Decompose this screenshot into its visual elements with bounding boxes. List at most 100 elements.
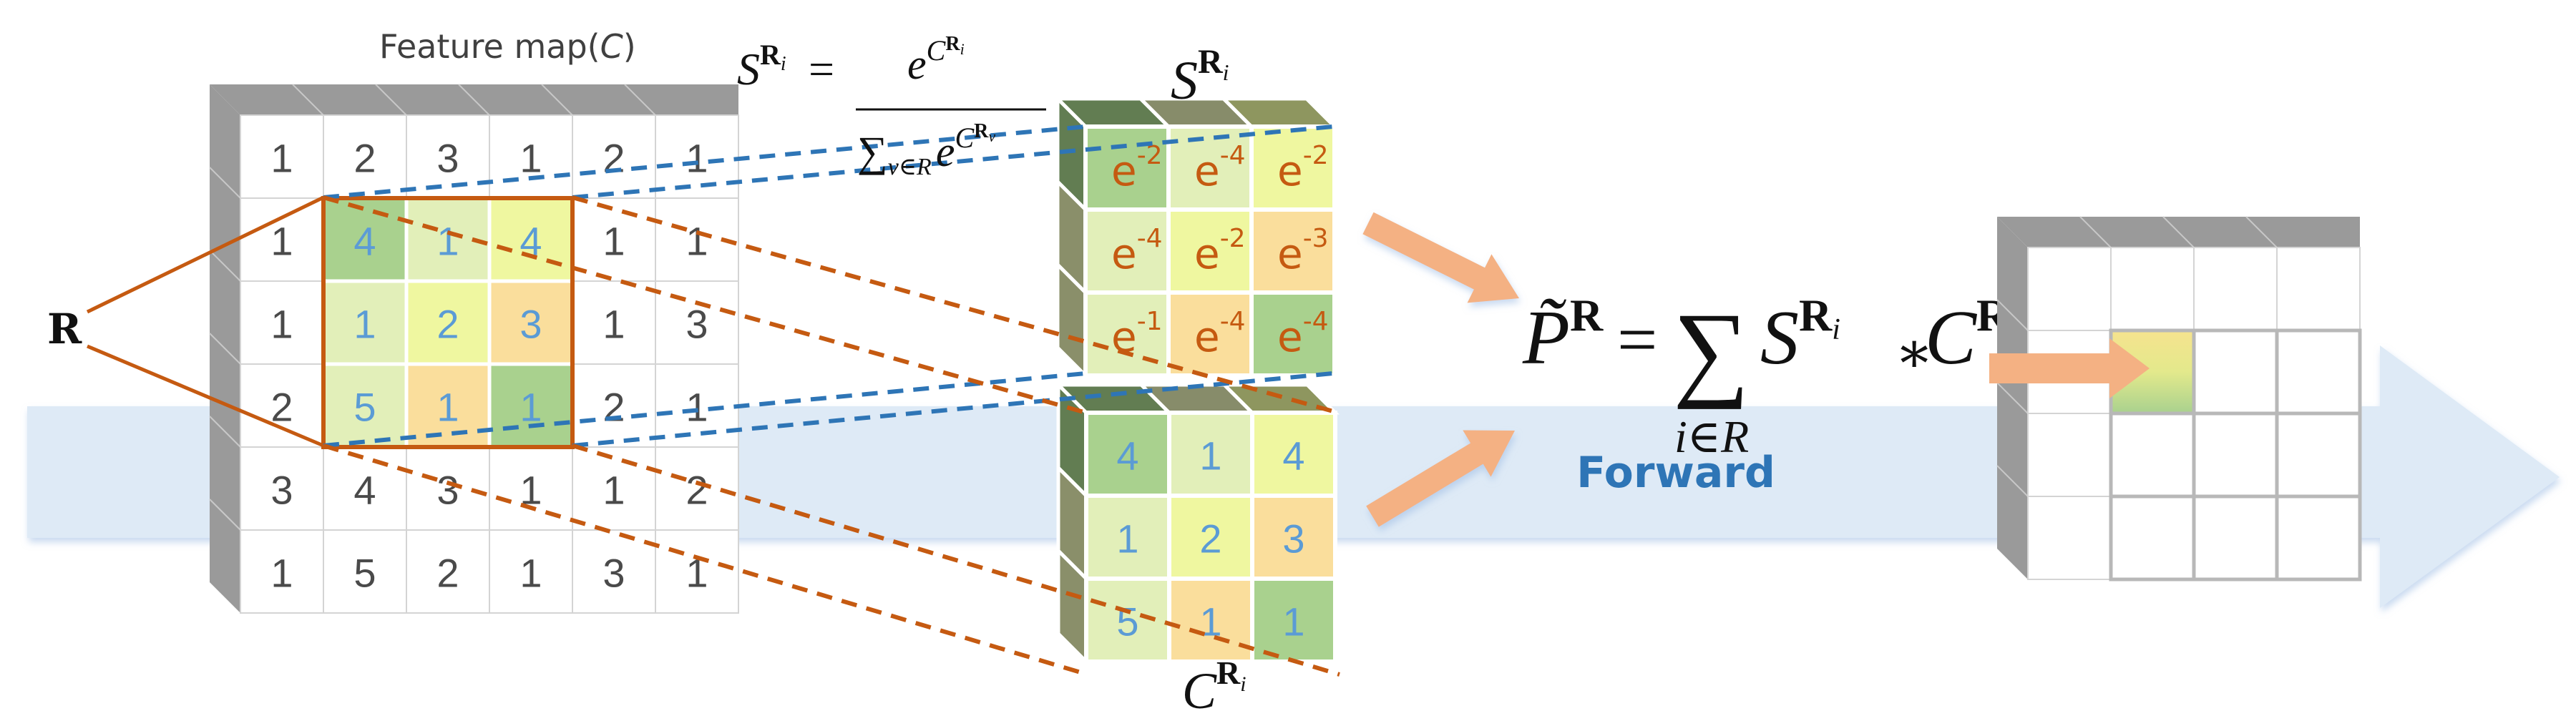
region-cell: [321, 196, 409, 283]
s-cell: [1249, 290, 1337, 378]
side-face-divider: [209, 250, 241, 282]
feature-cell-value: 1: [686, 385, 708, 430]
feature-cell-value: 4: [353, 468, 376, 513]
c-matrix-label: CRi: [1182, 654, 1246, 720]
output-grid: [1996, 216, 2362, 582]
c-cell-value: 1: [1282, 599, 1304, 644]
softmax-equals: =: [809, 44, 834, 94]
feature-cell-value: 3: [602, 551, 625, 596]
feature-cell: [655, 446, 739, 531]
c-cell: [1084, 411, 1171, 498]
softmax-numerator: eCRi: [907, 33, 965, 88]
region-pointer-lower: [87, 344, 324, 448]
c-cell-value: 1: [1116, 516, 1138, 561]
feature-cell-value: 3: [436, 136, 459, 181]
feature-cell-value: 1: [270, 302, 293, 347]
arrow-to-output-cell: [1989, 338, 2150, 398]
arrow-shape: [1989, 338, 2150, 398]
c-cell-value: 4: [1116, 433, 1138, 479]
output-cell: [2027, 247, 2112, 331]
output-cell: [2193, 247, 2278, 331]
feature-cell: [240, 280, 324, 365]
output-cell: [2275, 328, 2362, 416]
feature-cell-value: 2: [270, 385, 293, 430]
feature-cell: [240, 197, 324, 282]
side-face-divider: [209, 333, 241, 365]
c-cell-value: 1: [1199, 433, 1221, 479]
feature-cell: [655, 197, 739, 282]
c-cell: [1250, 577, 1337, 664]
connectors-orange: [323, 195, 1340, 677]
region-cell: [487, 279, 575, 366]
s-cell-value: e-2: [1194, 224, 1246, 278]
feature-cell-value: 1: [519, 136, 542, 181]
feature-cell-value: 5: [353, 385, 376, 430]
feature-cell-value: 2: [436, 551, 459, 596]
feature-cell: [489, 114, 573, 199]
feature-cell-value: 1: [436, 385, 459, 430]
feature-cell: [240, 114, 324, 199]
feature-cell: [489, 529, 573, 614]
output-cell: [2027, 413, 2112, 497]
arrow-s-to-formula: [1362, 212, 1519, 303]
feature-cell-value: 1: [353, 302, 376, 347]
feature-cell-value: 1: [519, 385, 542, 430]
feature-cell-value: 1: [519, 551, 542, 596]
feature-cell: [572, 280, 656, 365]
c-cell-value: 3: [1282, 516, 1304, 561]
c-cell: [1250, 411, 1337, 498]
feature-cell-value: 1: [436, 219, 459, 264]
feature-cell-value: 2: [686, 468, 708, 513]
s-cell-value: e-2: [1277, 141, 1329, 195]
pool-equals: =: [1617, 300, 1657, 379]
c-cell-value: 4: [1282, 433, 1304, 479]
s-cell-value: e-3: [1277, 224, 1329, 278]
feature-cell-value: 1: [686, 136, 708, 181]
feature-cell-value: 1: [270, 136, 293, 181]
feature-cell-value: 4: [353, 219, 376, 264]
feature-cell: [406, 529, 490, 614]
side-face-divider: [1996, 299, 2029, 331]
top-face-divider: [624, 84, 656, 116]
connector-c-top-right: [572, 195, 1339, 415]
region-cell: [404, 279, 492, 366]
pool-lhs: P̃R: [1522, 290, 1604, 381]
side-face-divider: [209, 416, 241, 448]
c-cell-value: 5: [1116, 599, 1138, 644]
feature-cell: [655, 114, 739, 199]
s-cell-value: e-4: [1277, 307, 1329, 361]
output-cell: [2275, 411, 2362, 499]
c-cell: [1167, 577, 1254, 664]
feature-cell: [655, 529, 739, 614]
arrow-shape: [1362, 212, 1519, 303]
feature-cell: [572, 363, 656, 448]
output-cell: [2192, 494, 2279, 582]
feature-cell-value: 2: [436, 302, 459, 347]
feature-cell: [406, 114, 490, 199]
c-cell-value: 2: [1199, 516, 1221, 561]
side-face-divider: [209, 499, 241, 531]
side-face-divider: [209, 167, 241, 199]
feature-cell-value: 1: [602, 468, 625, 513]
output-cell: [2192, 411, 2279, 499]
softmax-lhs: SRi: [737, 39, 786, 94]
side-face-divider: [1996, 465, 2029, 497]
output-cell: [2110, 247, 2195, 331]
c-cell: [1250, 494, 1337, 581]
side-face-divider: [1996, 382, 2029, 414]
top-face-divider: [2079, 216, 2112, 248]
pooling-formula: P̃R = ∑ i∈R SRi ∗ CRi: [1522, 290, 2018, 462]
feature-cell-value: 2: [602, 385, 625, 430]
feature-cell-value: 1: [270, 219, 293, 264]
output-cell: [2027, 496, 2112, 580]
c-cell: [1084, 577, 1171, 664]
feature-cell: [240, 363, 324, 448]
feature-cell-value: 3: [436, 468, 459, 513]
feature-cell: [572, 529, 656, 614]
s-cell: [1166, 290, 1254, 378]
s-matrix-label: SRi: [1171, 43, 1229, 111]
feature-cell: [572, 114, 656, 199]
